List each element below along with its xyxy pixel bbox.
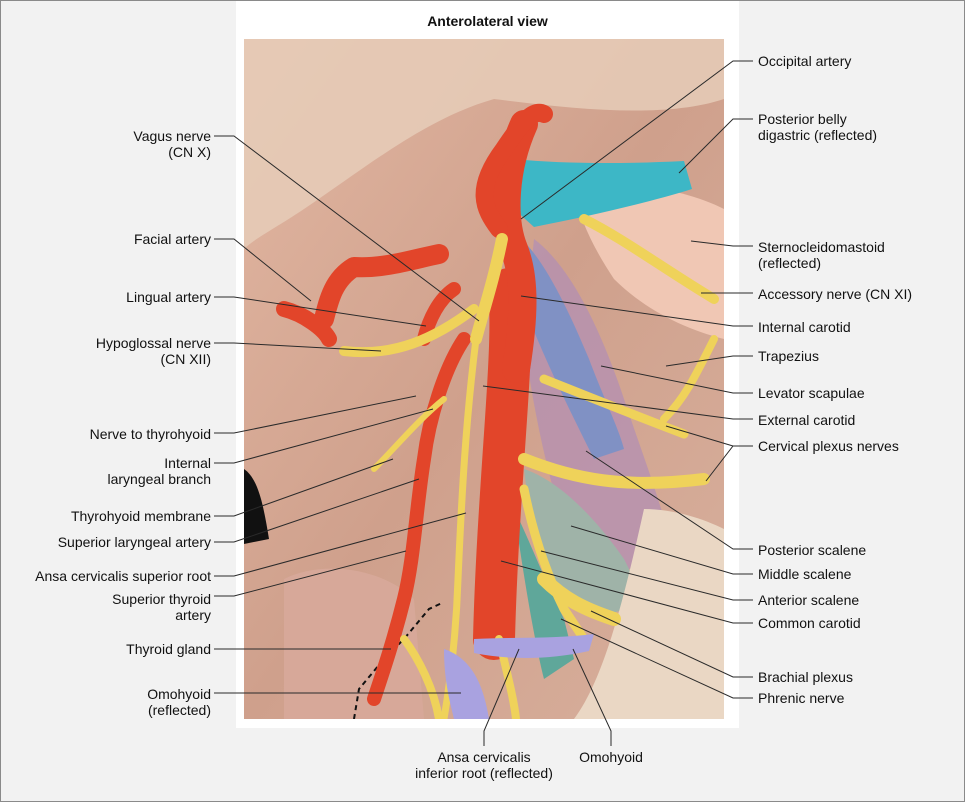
label-brachial-plexus: Brachial plexus bbox=[758, 669, 853, 685]
figure-title: Anterolateral view bbox=[427, 13, 548, 29]
label-posterior-scalene: Posterior scalene bbox=[758, 542, 867, 558]
accessory-nerve bbox=[579, 214, 719, 304]
label-internal-carotid: Internal carotid bbox=[758, 319, 851, 335]
label-superior-laryngeal-artery: Superior laryngeal artery bbox=[57, 534, 211, 550]
label-facial-artery: Facial artery bbox=[133, 231, 211, 247]
label-anterior-scalene: Anterior scalene bbox=[758, 592, 860, 608]
ansa-inferior-root bbox=[400, 635, 443, 719]
label-middle-scalene: Middle scalene bbox=[758, 566, 852, 582]
label-nerve-to-thyrohyoid: Nerve to thyrohyoid bbox=[89, 426, 211, 442]
internal-carotid-artery bbox=[492, 110, 538, 383]
label-omohyoid-reflected: Omohyoid(reflected) bbox=[147, 686, 211, 718]
label-accessory-nerve: Accessory nerve (CN XI) bbox=[758, 286, 913, 302]
label-common-carotid: Common carotid bbox=[758, 615, 861, 631]
label-thyrohyoid-membrane: Thyrohyoid membrane bbox=[70, 508, 211, 524]
label-thyroid-gland: Thyroid gland bbox=[126, 641, 211, 657]
dissection-photo bbox=[244, 39, 724, 719]
label-hypoglossal-nerve: Hypoglossal nerve(CN XII) bbox=[95, 335, 211, 367]
label-omohyoid: Omohyoid bbox=[579, 749, 643, 765]
label-phrenic-nerve: Phrenic nerve bbox=[758, 690, 845, 706]
label-occipital-artery: Occipital artery bbox=[758, 53, 852, 69]
label-external-carotid: External carotid bbox=[758, 412, 856, 428]
label-lingual-artery: Lingual artery bbox=[126, 289, 211, 305]
dissection-illustration bbox=[244, 39, 724, 719]
thyroid-region bbox=[284, 568, 424, 719]
label-cervical-plexus-nerves: Cervical plexus nerves bbox=[758, 438, 899, 454]
label-levator-scapulae: Levator scapulae bbox=[758, 385, 865, 401]
omohyoid-reflected-muscle bbox=[444, 649, 489, 719]
label-vagus-nerve: Vagus nerve(CN X) bbox=[133, 128, 211, 160]
label-ansa-superior-root: Ansa cervicalis superior root bbox=[35, 568, 211, 584]
label-sternocleidomastoid: Sternocleidomastoid(reflected) bbox=[758, 239, 885, 271]
vagus-nerve bbox=[470, 233, 508, 345]
label-trapezius: Trapezius bbox=[758, 348, 819, 364]
